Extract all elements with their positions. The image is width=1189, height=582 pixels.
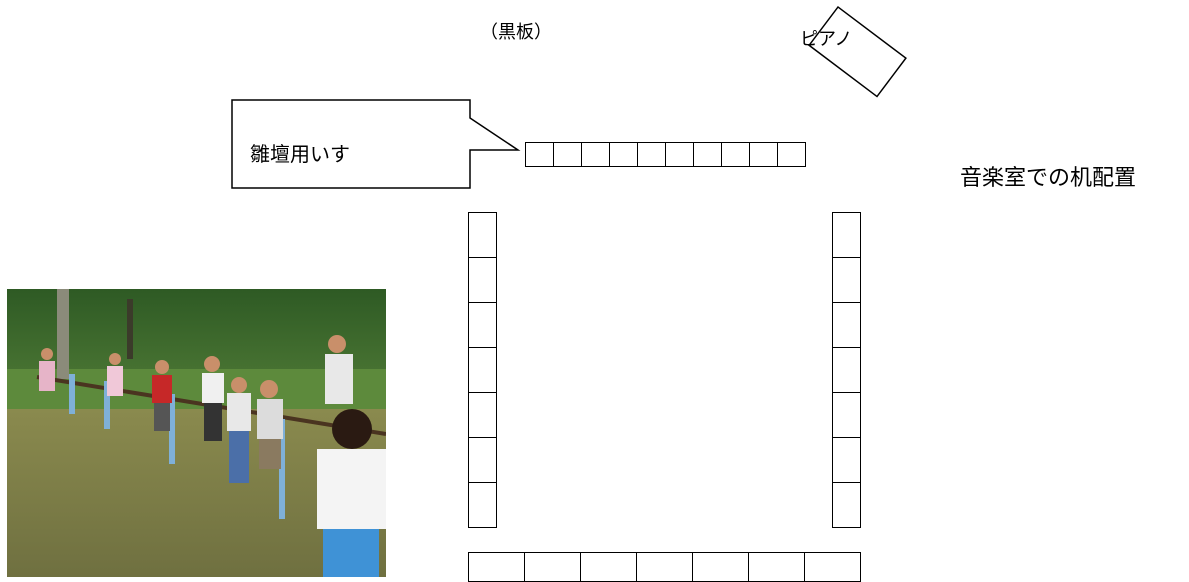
callout-label: 雛壇用いす — [250, 142, 350, 166]
desk-right — [832, 392, 861, 438]
riser-chair — [749, 142, 778, 167]
riser-chair — [609, 142, 638, 167]
desk-right — [832, 437, 861, 483]
callout-box — [231, 99, 521, 189]
riser-chair — [637, 142, 666, 167]
desk-left — [468, 212, 497, 258]
desk-left — [468, 482, 497, 528]
riser-chair — [553, 142, 582, 167]
riser-chair — [777, 142, 806, 167]
riser-chair — [721, 142, 750, 167]
desk-left — [468, 392, 497, 438]
desk-right — [832, 302, 861, 348]
desk-left — [468, 302, 497, 348]
desk-left — [468, 347, 497, 393]
outdoor-children-photo-icon — [7, 289, 386, 577]
desk-bottom — [468, 552, 525, 582]
riser-chair — [665, 142, 694, 167]
desk-right — [832, 257, 861, 303]
piano-label: ピアノ — [800, 29, 853, 50]
desk-bottom — [748, 552, 805, 582]
riser-chair — [525, 142, 554, 167]
desk-right — [832, 482, 861, 528]
riser-chair — [693, 142, 722, 167]
desk-bottom — [804, 552, 861, 582]
desk-bottom — [580, 552, 637, 582]
desk-bottom — [636, 552, 693, 582]
blackboard-label: （黒板） — [480, 22, 552, 43]
desk-right — [832, 347, 861, 393]
desk-left — [468, 437, 497, 483]
desk-right — [832, 212, 861, 258]
desk-bottom — [692, 552, 749, 582]
desk-left — [468, 257, 497, 303]
piano-shape — [808, 5, 907, 98]
riser-chair — [581, 142, 610, 167]
page-title: 音楽室での机配置 — [960, 166, 1137, 191]
desk-bottom — [524, 552, 581, 582]
